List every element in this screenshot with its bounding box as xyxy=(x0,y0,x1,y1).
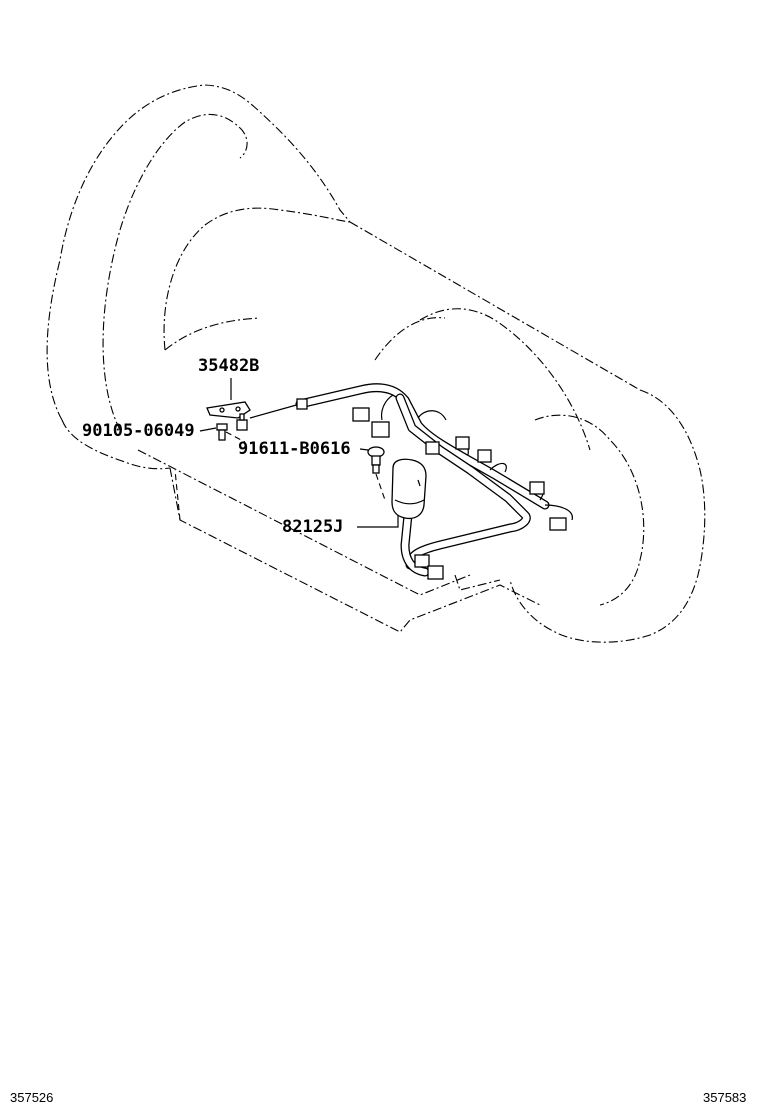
bolt-part xyxy=(216,423,228,441)
wire-harness-drawing xyxy=(249,383,573,580)
transmission-housing-outline xyxy=(46,84,706,643)
label-bracket: 35482B xyxy=(198,356,260,376)
clip-part xyxy=(236,413,248,431)
footer-left-id: 357526 xyxy=(10,1090,54,1105)
label-bolt: 90105-06049 xyxy=(82,421,195,441)
label-wire-harness: 82125J xyxy=(282,517,344,537)
label-clamp-bolt: 91611-B0616 xyxy=(238,439,351,459)
assembly-guide-lines xyxy=(225,431,386,501)
leader-lines xyxy=(199,378,399,528)
clamp-bolt-part xyxy=(367,446,385,474)
footer-right-id: 357583 xyxy=(703,1090,747,1105)
